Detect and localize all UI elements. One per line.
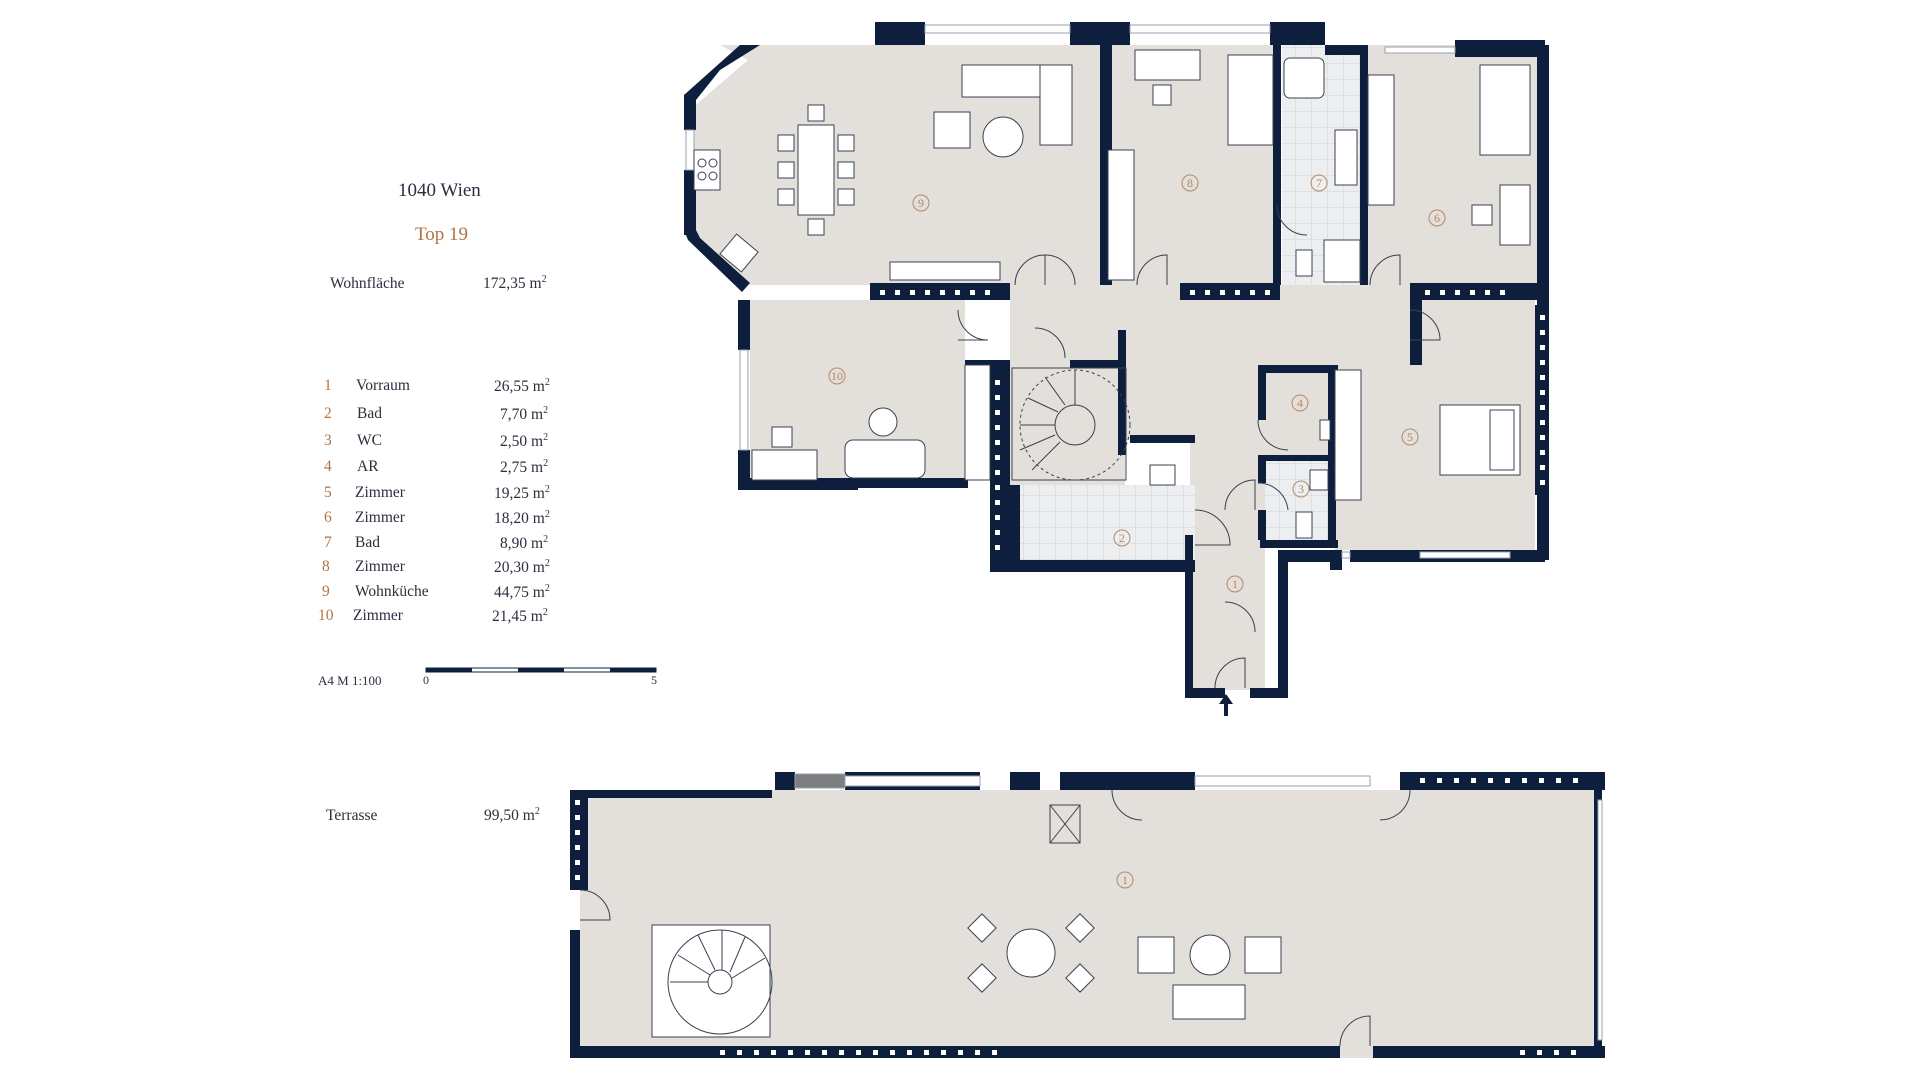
- terrace: 1: [570, 772, 1605, 1058]
- room-list-area: 18,20 m2: [494, 509, 550, 527]
- spiral-stair-icon: [1011, 367, 1131, 481]
- room-list-num: 1: [324, 377, 332, 394]
- room-numbers: [828, 174, 1446, 593]
- room-number-5: 5: [1407, 430, 1413, 444]
- room-list-name: Zimmer: [355, 558, 405, 575]
- room-list-area: 44,75 m2: [494, 583, 550, 601]
- furniture: [693, 49, 1531, 539]
- room-number-7: 7: [1316, 176, 1322, 190]
- room-list-name: Wohnküche: [355, 583, 429, 600]
- room-list-area: 8,90 m2: [500, 534, 549, 552]
- room-list-name: Vorraum: [356, 377, 410, 394]
- room-list-name: Zimmer: [355, 509, 405, 526]
- room-list-name: Bad: [357, 405, 382, 422]
- room-list-num: 8: [322, 558, 330, 575]
- room-list-name: Zimmer: [355, 484, 405, 501]
- room-list-num: 5: [324, 484, 332, 501]
- address: 1040 Wien: [398, 180, 481, 201]
- room-list-area: 2,50 m2: [500, 432, 549, 450]
- floor-room-2: [1010, 485, 1195, 570]
- entrance-arrow-icon: [1219, 694, 1233, 716]
- floor-vorraum: [1190, 360, 1265, 690]
- room-number-1: 1: [1232, 577, 1238, 591]
- room-list-num: 2: [324, 405, 332, 422]
- room-list-area: 19,25 m2: [494, 484, 550, 502]
- living-area-value: 172,35 m2: [483, 274, 547, 292]
- room-list-name: Bad: [355, 534, 380, 551]
- room-number-8: 8: [1187, 176, 1193, 190]
- living-area-label: Wohnfläche: [330, 275, 405, 292]
- room-list-area: 21,45 m2: [492, 607, 548, 625]
- room-number-10: 10: [831, 369, 843, 383]
- terrace-label: Terrasse: [326, 807, 378, 824]
- scale-start: 0: [423, 673, 429, 687]
- room-number-6: 6: [1434, 211, 1440, 225]
- floor-room-9: [690, 45, 1100, 285]
- terrace-room-number: 1: [1122, 873, 1128, 887]
- room-list-num: 7: [324, 534, 332, 551]
- windows: [685, 24, 1511, 559]
- floor-room-4: [1265, 370, 1335, 455]
- room-list-num: 3: [324, 432, 332, 449]
- doors: [957, 204, 1441, 689]
- room-number-9: 9: [918, 196, 924, 210]
- scale-bar: [425, 667, 657, 673]
- room-list-name: AR: [357, 458, 379, 475]
- scale-end: 5: [651, 673, 657, 687]
- room-list-num: 9: [322, 583, 330, 600]
- room-number-2: 2: [1119, 531, 1125, 545]
- room-list-name: Zimmer: [353, 607, 403, 624]
- floor-stair: [1010, 360, 1125, 485]
- room-number-4: 4: [1297, 396, 1303, 410]
- room-list-area: 2,75 m2: [500, 458, 549, 476]
- room-number-3: 3: [1298, 482, 1304, 496]
- room-list-num: 4: [324, 458, 332, 475]
- terrace-stair-icon: [651, 924, 773, 1038]
- room-list-area: 26,55 m2: [494, 377, 550, 395]
- room-list-area: 7,70 m2: [500, 405, 549, 423]
- dotted-wall-holes: [880, 290, 1545, 550]
- room-list-area: 20,30 m2: [494, 558, 550, 576]
- room-list-num: 6: [324, 509, 332, 526]
- room-list-num: 10: [318, 607, 334, 624]
- terrace-furniture: [967, 913, 1282, 1020]
- unit-label: Top 19: [415, 224, 469, 245]
- terrace-area: 99,50 m2: [484, 806, 540, 824]
- room-list-name: WC: [357, 432, 382, 449]
- scale-note: A4 M 1:100: [318, 673, 382, 688]
- dotted-walls: [872, 285, 1549, 570]
- room-number-labels: 9 8 7 6 10 4 5 3 2 1: [831, 176, 1440, 591]
